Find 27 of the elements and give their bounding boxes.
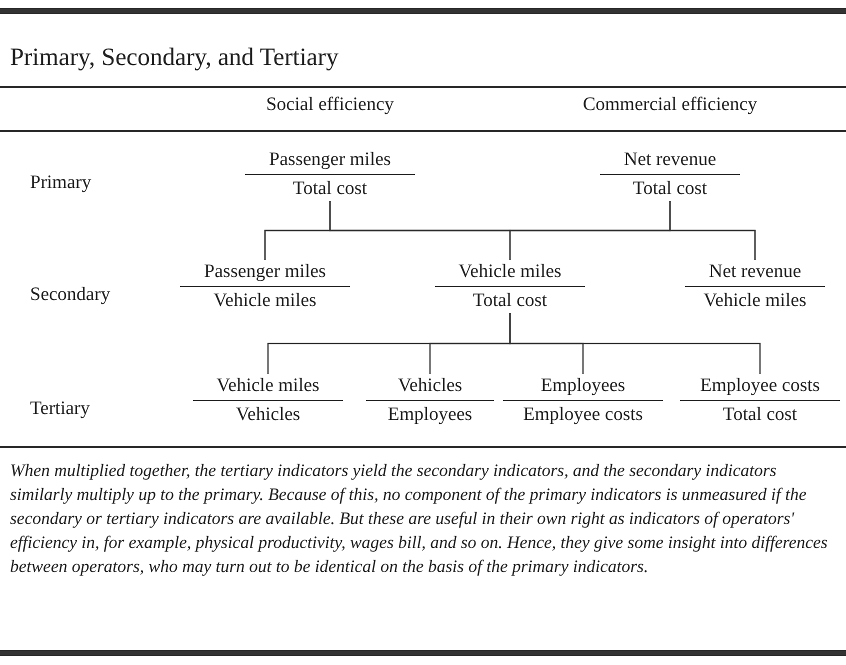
numerator: Net revenue [600,148,740,175]
title: Primary, Secondary, and Tertiary [10,44,338,72]
column-header: Commercial efficiency [582,94,758,116]
numerator: Passenger miles [245,148,415,175]
denominator: Total cost [722,403,798,427]
row-label: Secondary [30,284,110,306]
column-header: Social efficiency [265,94,395,116]
denominator: Vehicle miles [212,289,318,313]
numerator: Net revenue [685,260,825,287]
denominator: Vehicle miles [702,289,808,313]
connector-line [669,201,756,260]
numerator: Passenger miles [180,260,350,287]
numerator: Vehicles [366,374,494,401]
denominator: Total cost [632,177,708,201]
numerator: Vehicle miles [193,374,343,401]
denominator: Total cost [292,177,368,201]
numerator: Vehicle miles [435,260,585,287]
denominator: Total cost [472,289,548,313]
numerator: Employee costs [680,374,840,401]
caption: When multiplied together, the tertiary indicators yield the secondary indicators, and the secondary indicators similarly multiply up to the primary. Because of this, no component of the primary indicators is unmeasured if the secondary or tertiary indicators are available. But these are useful in their own right as indicators of operators' efficiency in, for example, physical productivity, wages bill, and so on. Hence, they give some insight into differences between operators, who may turn out to be identical on the basis of the primary indicators. [10,459,829,578]
denominator: Employees [386,403,474,427]
connector-line [509,313,761,374]
numerator: Employees [503,374,663,401]
denominator: Employee costs [522,403,644,427]
denominator: Vehicles [234,403,302,427]
row-label: Primary [30,172,92,194]
row-label: Tertiary [30,398,90,420]
